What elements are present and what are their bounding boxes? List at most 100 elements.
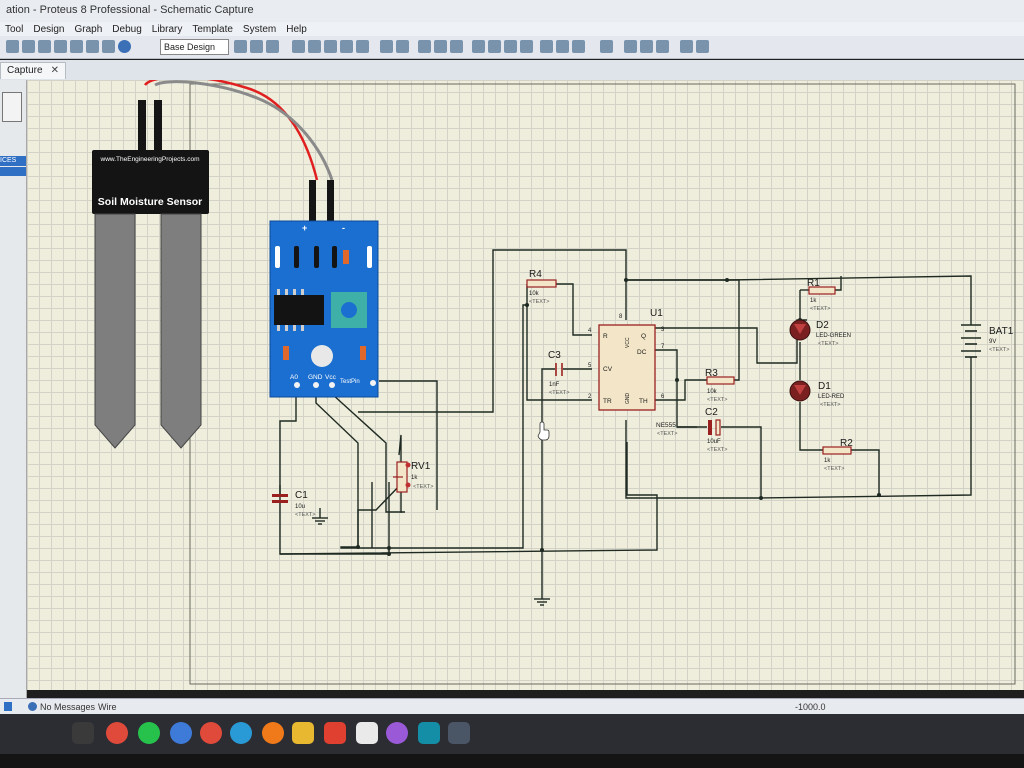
edge-icon[interactable] xyxy=(230,722,252,744)
whatsapp-icon[interactable] xyxy=(138,722,160,744)
menu-library[interactable]: Library xyxy=(151,24,183,35)
menu-template[interactable]: Template xyxy=(192,24,233,35)
u1-pin-cv: CV xyxy=(603,366,613,373)
origin-icon[interactable] xyxy=(266,40,279,53)
app-store-icon[interactable] xyxy=(170,722,192,744)
selected-device-item[interactable] xyxy=(0,167,26,176)
ic-pins xyxy=(277,289,304,331)
export-icon[interactable] xyxy=(70,40,83,53)
d1-text: <TEXT> xyxy=(820,402,840,408)
erc-icon[interactable] xyxy=(680,40,693,53)
copilot-icon[interactable] xyxy=(386,722,408,744)
resistor-r3[interactable]: R3 10k <TEXT> xyxy=(705,368,735,403)
tab-schematic-capture[interactable]: Capture✕ xyxy=(0,62,66,79)
sensor-module-board[interactable]: + - xyxy=(269,220,379,398)
design-combo[interactable]: Base Design xyxy=(160,39,229,55)
capacitor-c3[interactable]: C3 1nF <TEXT> xyxy=(548,350,569,396)
make-device-icon[interactable] xyxy=(556,40,569,53)
junction-dot xyxy=(356,545,360,549)
menu-help[interactable]: Help xyxy=(286,24,307,35)
bom-icon[interactable] xyxy=(656,40,669,53)
copy-icon[interactable] xyxy=(434,40,447,53)
led-d1[interactable]: D1 LED-RED <TEXT> xyxy=(789,380,845,408)
battery-bat1[interactable]: BAT1 9V <TEXT> xyxy=(961,324,1014,365)
chrome-icon[interactable] xyxy=(106,722,128,744)
led-d2[interactable]: D2 LED-GREEN <TEXT> xyxy=(789,319,851,347)
search-icon[interactable] xyxy=(624,40,637,53)
menu-debug[interactable]: Debug xyxy=(112,24,142,35)
menu-system[interactable]: System xyxy=(242,24,277,35)
zoom-all-icon[interactable] xyxy=(340,40,353,53)
brave-icon[interactable] xyxy=(324,722,346,744)
zoom-out-icon[interactable] xyxy=(324,40,337,53)
schematic-canvas[interactable]: www.TheEngineeringProjects.com Soil Mois… xyxy=(27,80,1024,690)
new-icon[interactable] xyxy=(6,40,19,53)
r4-value: 10k xyxy=(529,291,540,297)
zoom-area-icon[interactable] xyxy=(356,40,369,53)
soil-moisture-probe[interactable]: www.TheEngineeringProjects.com Soil Mois… xyxy=(92,80,334,449)
capacitor-c1[interactable]: C1 10u <TEXT> xyxy=(272,485,315,518)
undo-icon[interactable] xyxy=(380,40,393,53)
menu-design[interactable]: Design xyxy=(33,24,65,35)
netlist-icon[interactable] xyxy=(600,40,613,53)
ground-symbol-2 xyxy=(534,590,550,606)
refresh-icon[interactable] xyxy=(234,40,247,53)
firefox-icon[interactable] xyxy=(262,722,284,744)
wire xyxy=(799,402,823,451)
zoom-in-icon[interactable] xyxy=(308,40,321,53)
close-icon[interactable]: ✕ xyxy=(50,65,59,76)
wire xyxy=(851,449,880,495)
wire xyxy=(556,283,592,336)
area-icon[interactable] xyxy=(102,40,115,53)
board-pin-minus xyxy=(327,180,334,230)
taskbar xyxy=(0,714,1024,754)
block-rotate-icon[interactable] xyxy=(504,40,517,53)
resistor-r2[interactable]: R2 1k <TEXT> xyxy=(822,438,853,472)
taskbar-app-icon[interactable] xyxy=(72,722,94,744)
junction-dot xyxy=(540,548,544,552)
r1-text: <TEXT> xyxy=(810,306,830,312)
print-icon[interactable] xyxy=(86,40,99,53)
u1-part: NE555 xyxy=(656,422,676,429)
chrome-icon-2[interactable] xyxy=(200,722,222,744)
resistor-r1[interactable]: R1 1k <TEXT> xyxy=(807,278,836,312)
cut-icon[interactable] xyxy=(418,40,431,53)
timer-ic-u1[interactable]: U1 R VCC Q DC CV TR GND TH 4 8 3 7 5 2 6… xyxy=(588,308,677,437)
pick-device-icon[interactable] xyxy=(540,40,553,53)
c1-ref: C1 xyxy=(295,490,308,501)
block-move-icon[interactable] xyxy=(488,40,501,53)
import-icon[interactable] xyxy=(54,40,67,53)
potentiometer-rv1[interactable]: RV1 1k <TEXT> xyxy=(393,461,433,493)
grid-icon[interactable] xyxy=(250,40,263,53)
pan-icon[interactable] xyxy=(292,40,305,53)
resistor-r4[interactable]: R4 10k <TEXT> xyxy=(526,269,557,305)
menu-tool[interactable]: Tool xyxy=(5,24,24,35)
probe-header xyxy=(92,150,209,214)
menu-graph[interactable]: Graph xyxy=(74,24,103,35)
block-copy-icon[interactable] xyxy=(472,40,485,53)
help-icon[interactable] xyxy=(118,40,131,53)
sensor-title: Soil Moisture Sensor xyxy=(98,196,202,208)
save-icon[interactable] xyxy=(38,40,51,53)
smd-resistor xyxy=(343,250,349,264)
arduino-icon[interactable] xyxy=(418,722,440,744)
status-messages[interactable]: No Messages xyxy=(40,702,96,712)
packaging-icon[interactable] xyxy=(572,40,585,53)
proteus-icon[interactable] xyxy=(448,722,470,744)
info-icon xyxy=(28,702,37,711)
probe-prong-right xyxy=(160,213,202,449)
block-delete-icon[interactable] xyxy=(520,40,533,53)
u1-ref: U1 xyxy=(650,308,663,319)
probe-pin-right xyxy=(154,100,162,150)
property-icon[interactable] xyxy=(640,40,653,53)
wire xyxy=(721,426,762,498)
pcb-icon[interactable] xyxy=(696,40,709,53)
junction-dot xyxy=(624,278,628,282)
open-icon[interactable] xyxy=(22,40,35,53)
file-explorer-icon[interactable] xyxy=(292,722,314,744)
paste-icon[interactable] xyxy=(450,40,463,53)
window-title: ation - Proteus 8 Professional - Schemat… xyxy=(6,4,254,16)
window-app-icon[interactable] xyxy=(356,722,378,744)
redo-icon[interactable] xyxy=(396,40,409,53)
capacitor-c2[interactable]: C2 10uF <TEXT> xyxy=(705,407,727,453)
